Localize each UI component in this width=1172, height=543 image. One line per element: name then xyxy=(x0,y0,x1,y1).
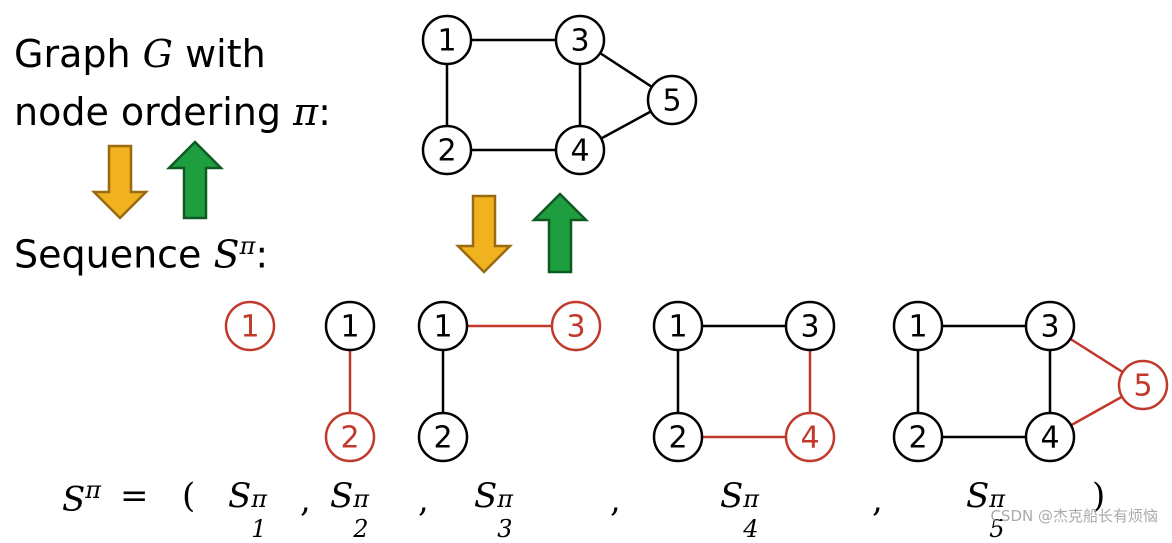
step1-node-label-1: 1 xyxy=(240,310,259,345)
main-node-label-1: 1 xyxy=(437,24,456,59)
step3-node-label-1: 1 xyxy=(433,310,452,345)
ordering-variable: π xyxy=(293,90,319,134)
step2-node-2: 2 xyxy=(324,411,376,463)
graph-label-line1: Graph G with xyxy=(14,32,266,76)
step5-node-label-3: 3 xyxy=(1040,310,1059,345)
main-node-3: 3 xyxy=(554,14,606,66)
sequence-label: Sequence Sπ: xyxy=(14,232,268,277)
step3-node-2: 2 xyxy=(417,411,469,463)
graph-label-post: with xyxy=(173,32,266,76)
step5-node-2: 2 xyxy=(892,411,944,463)
watermark: CSDN @杰克船长有烦恼 xyxy=(990,507,1158,525)
main-node-2: 2 xyxy=(421,124,473,176)
step5-node-5: 5 xyxy=(1117,359,1169,411)
step5-node-label-1: 1 xyxy=(908,310,927,345)
step5-node-label-5: 5 xyxy=(1133,369,1152,404)
sequence-step-2: 12 xyxy=(324,300,376,463)
step4-node-label-2: 2 xyxy=(668,421,687,456)
step2-node-label-2: 2 xyxy=(340,421,359,456)
graph-label-pre: Graph xyxy=(14,32,143,76)
sequence-step-5: 1 2 3 4 5 xyxy=(892,300,1169,463)
main-node-1: 1 xyxy=(421,14,473,66)
main-node-label-3: 3 xyxy=(570,24,589,59)
step4-node-4: 4 xyxy=(784,411,836,463)
sequence-variable: S xyxy=(213,232,240,277)
sequence-step-4: 1 2 3 4 xyxy=(652,300,836,463)
down-arrow-icon xyxy=(454,194,514,274)
step4-node-3: 3 xyxy=(784,300,836,352)
up-arrow-icon xyxy=(165,140,225,220)
step5-node-4: 4 xyxy=(1024,411,1076,463)
graph-label-line2: node ordering π: xyxy=(14,90,331,134)
step4-node-label-3: 3 xyxy=(800,310,819,345)
step5-node-label-4: 4 xyxy=(1040,421,1059,456)
ordering-label-pre: node ordering xyxy=(14,90,294,134)
step3-node-3: 3 xyxy=(550,300,602,352)
step4-node-1: 1 xyxy=(652,300,704,352)
sequence-label-pre: Sequence xyxy=(14,232,214,277)
main-graph: 1 2 3 4 5 xyxy=(421,14,698,176)
step3-node-label-2: 2 xyxy=(433,421,452,456)
step3-node-label-3: 3 xyxy=(566,310,585,345)
step5-node-3: 3 xyxy=(1024,300,1076,352)
step4-node-label-1: 1 xyxy=(668,310,687,345)
main-node-5: 5 xyxy=(646,74,698,126)
sequence-superscript: π xyxy=(239,232,256,260)
sequence-step-1: 1 xyxy=(224,300,276,352)
step5-node-1: 1 xyxy=(892,300,944,352)
main-node-4: 4 xyxy=(554,124,606,176)
main-node-label-4: 4 xyxy=(570,134,589,169)
step5-node-label-2: 2 xyxy=(908,421,927,456)
main-node-label-2: 2 xyxy=(437,134,456,169)
step4-node-2: 2 xyxy=(652,411,704,463)
up-arrow-icon xyxy=(530,192,590,274)
step2-node-1: 1 xyxy=(324,300,376,352)
step2-node-label-1: 1 xyxy=(340,310,359,345)
sequence-label-post: : xyxy=(255,232,269,277)
sequence-step-3: 1 2 3 xyxy=(417,300,602,463)
main-node-label-5: 5 xyxy=(662,84,681,119)
step1-node-1: 1 xyxy=(224,300,276,352)
down-arrow-icon xyxy=(90,144,150,220)
step4-node-label-4: 4 xyxy=(800,421,819,456)
ordering-label-post: : xyxy=(318,90,331,134)
step3-node-1: 1 xyxy=(417,300,469,352)
graph-variable: G xyxy=(142,32,173,76)
arrows-layer xyxy=(90,140,590,274)
